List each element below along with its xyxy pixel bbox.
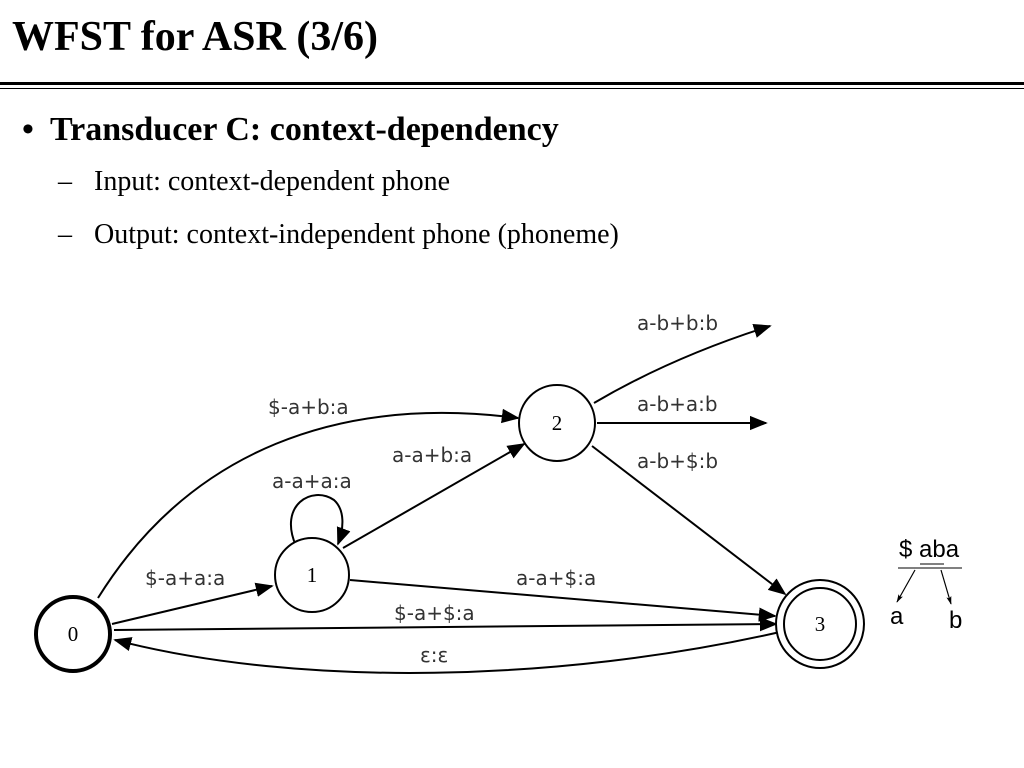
arc-label: a-b+a:b [637, 392, 718, 416]
arc-label: a-b+b:b [637, 311, 718, 335]
context-example-top: $ aba [899, 536, 960, 563]
state-3-final: 3 [775, 579, 865, 669]
title-divider [0, 82, 1024, 85]
context-example: $ aba a b [890, 536, 962, 634]
context-arrow-right [940, 569, 952, 605]
sub-bullet-input: – Input: context-dependent phone [58, 165, 619, 199]
arc-0-3 [113, 616, 778, 632]
state-label: 2 [552, 411, 563, 435]
context-example-right: b [949, 607, 962, 634]
state-1: 1 [274, 537, 350, 613]
sub-bullet-text: Input: context-dependent phone [94, 165, 451, 197]
arc-label: a-a+$:a [516, 566, 596, 590]
dash-symbol: – [58, 165, 72, 197]
bullet-list: • Transducer C: context-dependency – Inp… [22, 110, 619, 252]
state-label: 3 [815, 612, 826, 636]
sub-bullet-text: Output: context-independent phone (phone… [94, 219, 619, 251]
arc-3-0 [113, 631, 781, 674]
arc-1-1-loop [289, 494, 351, 547]
state-0: 0 [34, 595, 112, 673]
state-label: 0 [68, 622, 79, 646]
arc-1-3 [349, 579, 777, 622]
arc-label: a-b+$:b [637, 449, 718, 473]
arc-label: $-a+b:a [268, 395, 349, 419]
arc-0-2 [97, 408, 520, 599]
arc-label: $-a+a:a [145, 566, 225, 590]
context-arrow-left [896, 569, 916, 603]
bullet-symbol: • [22, 111, 34, 148]
slide-title: WFST for ASR (3/6) [12, 14, 378, 60]
arc-label: a-a+a:a [272, 469, 352, 493]
context-example-left: a [890, 603, 904, 630]
arc-label: $-a+$:a [394, 601, 475, 625]
arc-0-1 [111, 582, 274, 625]
main-bullet-text: Transducer C: context-dependency [50, 111, 559, 148]
arc-2-out-bb [593, 324, 772, 404]
main-bullet: • Transducer C: context-dependency [22, 110, 619, 151]
arc-label: a-a+b:a [392, 443, 472, 467]
wfst-diagram: 0 1 2 3 $-a+b:a $-a+a:a a-a+a:a a-a+b:a … [34, 311, 962, 674]
dash-symbol: – [58, 219, 72, 251]
arc-2-3 [591, 445, 787, 596]
arc-1-2 [342, 443, 526, 549]
arc-label: ε:ε [420, 643, 448, 667]
state-label: 1 [307, 563, 318, 587]
sub-bullet-output: – Output: context-independent phone (pho… [58, 218, 619, 252]
state-2: 2 [518, 384, 596, 462]
title-divider-thin [0, 88, 1024, 89]
